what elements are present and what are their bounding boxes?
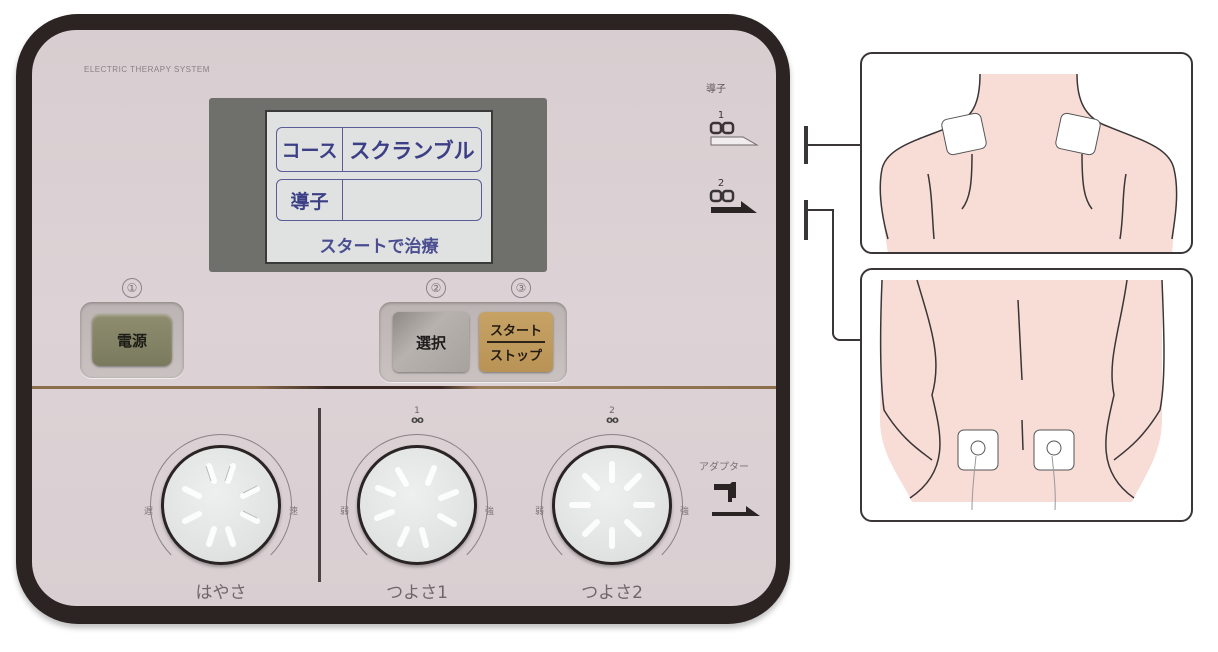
strength-2-min-label: 弱 bbox=[535, 507, 545, 517]
lower-back-illustration bbox=[860, 268, 1193, 522]
power-button[interactable]: 電源 bbox=[92, 314, 172, 366]
lower-back-figure-icon bbox=[879, 279, 1165, 511]
step-2-marker: ② bbox=[426, 278, 446, 298]
jack-section-title: 導子 bbox=[706, 84, 726, 95]
electrode-pair-icon bbox=[709, 189, 757, 213]
channel-2-marker: 2 oo bbox=[527, 406, 697, 426]
lcd-electrode-row: 導子 bbox=[276, 179, 482, 221]
strength-1-arc bbox=[346, 434, 488, 576]
dial-grip-icon bbox=[374, 465, 459, 548]
lcd-course-row: コース スクランブル bbox=[276, 127, 482, 172]
strength-2-dial-group: 2 oo 弱 強 つよさ2 bbox=[527, 406, 697, 606]
start-stop-separator bbox=[487, 341, 545, 343]
speed-dial-group: 遅 速 はやさ bbox=[136, 418, 306, 606]
step-3-marker: ③ bbox=[511, 278, 531, 298]
speed-dial[interactable] bbox=[161, 445, 281, 565]
start-label: スタート bbox=[489, 324, 542, 340]
strength-1-dial[interactable] bbox=[357, 445, 477, 565]
dial-grip-icon bbox=[569, 461, 655, 549]
lcd-course-label: コース bbox=[277, 128, 343, 171]
select-start-well: 選択 スタート ストップ bbox=[379, 302, 567, 382]
adapter-jack[interactable] bbox=[710, 478, 762, 521]
connector-2-elbow bbox=[832, 209, 860, 341]
speed-dial-label: はやさ bbox=[195, 583, 247, 603]
lcd-course-value: スクランブル bbox=[349, 138, 475, 163]
strength-1-min-label: 弱 bbox=[340, 507, 350, 517]
electrode-pair-icon bbox=[709, 121, 759, 146]
stop-label: ストップ bbox=[489, 348, 542, 364]
electrode-pad bbox=[1033, 429, 1075, 471]
lcd-electrode-label: 導子 bbox=[277, 180, 343, 220]
output-jack-2[interactable]: 2 bbox=[709, 178, 761, 218]
electrode-pad bbox=[1055, 112, 1101, 156]
strength-2-max-label: 強 bbox=[679, 507, 689, 517]
adapter-label: アダプター bbox=[699, 462, 749, 473]
control-panel: ELECTRIC THERAPY SYSTEM コース スクランブル 導子 スタ… bbox=[32, 30, 776, 606]
step-1-marker: ① bbox=[122, 278, 142, 298]
start-stop-button[interactable]: スタート ストップ bbox=[479, 312, 553, 372]
plug-icon bbox=[712, 482, 760, 516]
shoulder-illustration bbox=[860, 52, 1193, 254]
strength-1-max-label: 強 bbox=[484, 507, 494, 517]
lcd-screen: コース スクランブル 導子 スタートで治療 bbox=[265, 110, 493, 264]
brand-label: ELECTRIC THERAPY SYSTEM bbox=[84, 65, 210, 74]
connector-2-line-h bbox=[806, 209, 834, 211]
electrode-pair-icon: oo bbox=[411, 415, 424, 426]
electrode-pad bbox=[941, 112, 987, 156]
speed-max-label: 速 bbox=[288, 507, 298, 517]
shoulders-figure-icon bbox=[879, 73, 1178, 252]
strength-1-dial-label: つよさ1 bbox=[386, 583, 448, 603]
therapy-device: ELECTRIC THERAPY SYSTEM コース スクランブル 導子 スタ… bbox=[16, 14, 790, 624]
speed-arc bbox=[150, 434, 292, 576]
lcd-message: スタートで治療 bbox=[319, 237, 439, 257]
strength-2-dial[interactable] bbox=[552, 445, 672, 565]
strength-2-arc bbox=[541, 434, 683, 576]
vertical-divider bbox=[318, 408, 321, 582]
connector-2-bar bbox=[804, 200, 808, 240]
dial-grip-icon bbox=[182, 463, 260, 547]
lcd-bezel: コース スクランブル 導子 スタートで治療 bbox=[209, 98, 547, 272]
power-button-well: 電源 bbox=[80, 302, 184, 378]
electrode-pad bbox=[957, 429, 999, 471]
output-jack-1[interactable]: 1 bbox=[709, 110, 761, 150]
strength-2-dial-label: つよさ2 bbox=[581, 583, 643, 603]
select-button[interactable]: 選択 bbox=[393, 312, 469, 372]
channel-1-marker: 1 oo bbox=[332, 406, 502, 426]
electrode-pair-icon: oo bbox=[606, 415, 619, 426]
connector-1-line bbox=[806, 144, 860, 146]
strength-1-dial-group: 1 oo 弱 強 つよさ1 bbox=[332, 406, 502, 606]
horizontal-divider bbox=[32, 386, 776, 389]
speed-min-label: 遅 bbox=[144, 507, 154, 517]
